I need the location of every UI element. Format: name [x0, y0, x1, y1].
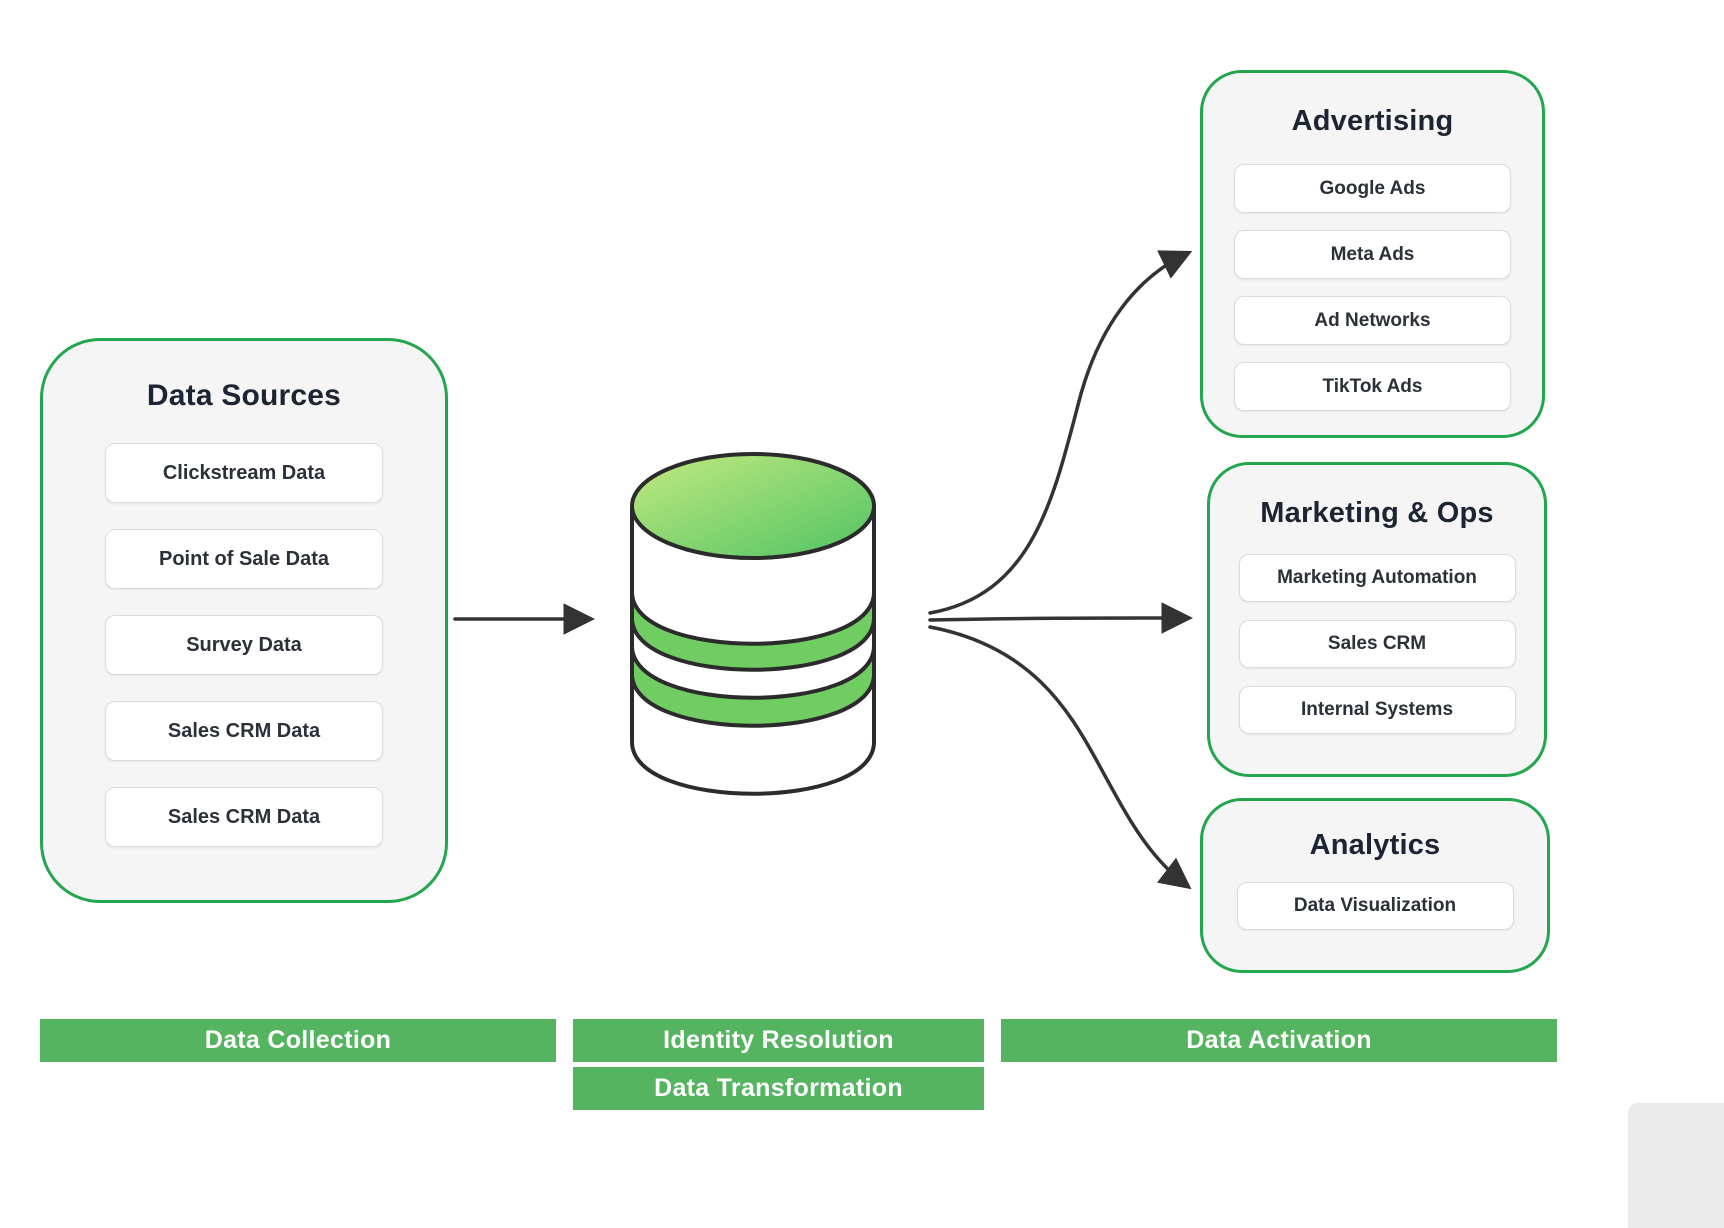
marketing-item-sales-crm[interactable]: Sales CRM [1238, 620, 1516, 668]
marketing-ops-title: Marketing & Ops [1260, 497, 1494, 529]
arrow-db-to-advertising [928, 250, 1193, 615]
watermark-placeholder [1628, 1103, 1724, 1228]
banner-data-activation[interactable]: Data Activation [1001, 1019, 1557, 1062]
data-sources-group[interactable]: Data Sources Clickstream Data Point of S… [40, 338, 448, 903]
banner-identity-resolution[interactable]: Identity Resolution [573, 1019, 984, 1062]
data-sources-title: Data Sources [146, 379, 342, 412]
advertising-item-ad-networks[interactable]: Ad Networks [1234, 296, 1511, 345]
advertising-item-tiktok-ads[interactable]: TikTok Ads [1234, 362, 1511, 411]
marketing-ops-group[interactable]: Marketing & Ops Marketing Automation Sal… [1207, 462, 1547, 777]
marketing-item-automation[interactable]: Marketing Automation [1238, 554, 1516, 602]
banner-data-transformation[interactable]: Data Transformation [573, 1067, 984, 1110]
source-item-clickstream[interactable]: Clickstream Data [105, 443, 383, 503]
advertising-item-google-ads[interactable]: Google Ads [1234, 164, 1511, 213]
source-item-sales-crm-1[interactable]: Sales CRM Data [105, 701, 383, 761]
source-item-survey[interactable]: Survey Data [105, 615, 383, 675]
analytics-group[interactable]: Analytics Data Visualization [1200, 798, 1550, 973]
arrow-db-to-analytics [928, 625, 1192, 890]
marketing-item-internal-systems[interactable]: Internal Systems [1238, 686, 1516, 734]
analytics-title: Analytics [1309, 829, 1441, 861]
analytics-item-data-visualization[interactable]: Data Visualization [1236, 882, 1514, 930]
advertising-group[interactable]: Advertising Google Ads Meta Ads Ad Netwo… [1200, 70, 1545, 438]
advertising-item-meta-ads[interactable]: Meta Ads [1234, 230, 1511, 279]
source-item-point-of-sale[interactable]: Point of Sale Data [105, 529, 383, 589]
arrow-db-to-marketing [928, 602, 1193, 634]
banner-data-collection[interactable]: Data Collection [40, 1019, 556, 1062]
advertising-title: Advertising [1291, 105, 1454, 137]
source-item-sales-crm-2[interactable]: Sales CRM Data [105, 787, 383, 847]
database-cylinder-icon[interactable] [628, 450, 878, 802]
